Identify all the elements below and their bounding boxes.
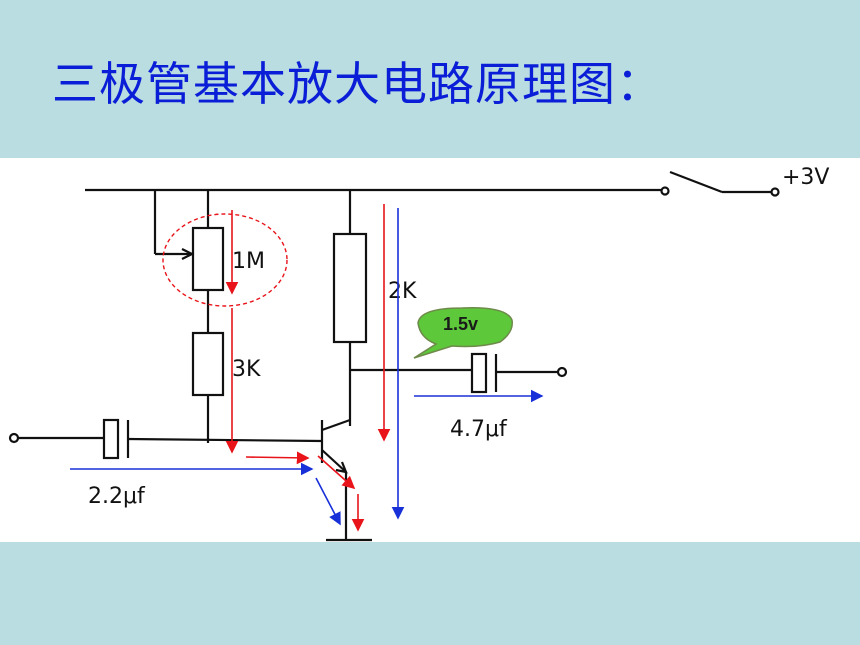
output-network xyxy=(350,352,568,394)
base-current-arrows xyxy=(225,204,391,532)
base-resistor xyxy=(191,331,225,443)
pot-highlight-circle xyxy=(162,213,288,307)
output-cap-label: 4.7μf xyxy=(450,417,508,442)
circuit-diagram: +3V 1M 3K 2.2μf xyxy=(8,165,829,542)
voltage-callout: 1.5v xyxy=(413,307,513,359)
pot-label: 1M xyxy=(232,249,265,274)
circuit-diagram-panel: +3V 1M 3K 2.2μf xyxy=(0,158,860,542)
collector-resistor xyxy=(332,190,368,426)
supply-rail xyxy=(85,170,780,197)
voltage-callout-text: 1.5v xyxy=(443,314,478,334)
collector-resistor-label: 2K xyxy=(388,279,417,304)
transistor xyxy=(320,418,372,542)
supply-label: +3V xyxy=(782,165,829,190)
input-cap-label: 2.2μf xyxy=(88,484,146,509)
input-network xyxy=(8,418,323,460)
collector-current-arrows xyxy=(70,208,544,526)
potentiometer xyxy=(153,190,225,333)
base-resistor-label: 3K xyxy=(232,357,261,382)
slide-title: 三极管基本放大电路原理图： xyxy=(52,57,663,111)
